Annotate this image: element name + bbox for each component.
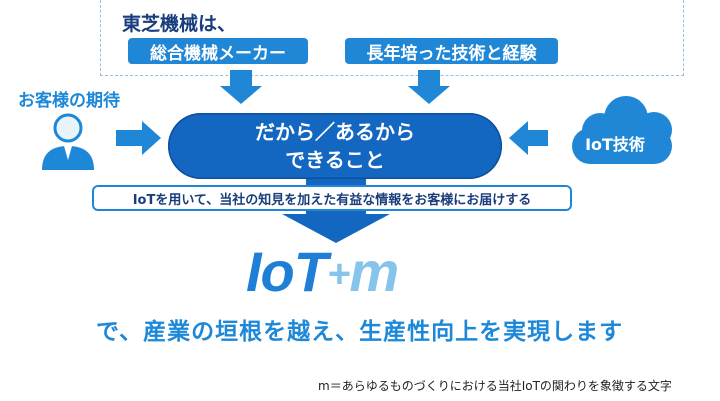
person-icon bbox=[42, 113, 94, 170]
company-title: 東芝機械は、 bbox=[122, 13, 237, 35]
arrow-left-from-iot bbox=[509, 121, 548, 155]
logo-plus: + bbox=[326, 252, 350, 296]
customer-expectation-label: お客様の期待 bbox=[18, 91, 120, 111]
arrow-down-right bbox=[408, 70, 450, 104]
capability-line-1: だから／あるから bbox=[255, 120, 415, 144]
logo-m: m bbox=[349, 240, 399, 303]
iot-plus-m-logo: IoT+m bbox=[246, 240, 399, 306]
cloud-icon bbox=[572, 96, 672, 164]
company-frame bbox=[100, 0, 684, 76]
footnote: m＝あらゆるものづくりにおける当社IoTの関わりを象徴する文字 bbox=[318, 379, 672, 393]
purpose-statement: IoTを用いて、当社の知見を加えた有益な情報をお客様にお届けする bbox=[92, 185, 572, 211]
slogan: で、産業の垣根を越え、生産性向上を実現します bbox=[96, 319, 624, 345]
capability-core: だから／あるから できること bbox=[168, 113, 502, 179]
capability-line-2: できること bbox=[285, 148, 385, 172]
arrow-down-left bbox=[220, 70, 262, 104]
strength-technology-experience: 長年培った技術と経験 bbox=[345, 38, 558, 64]
strength-general-machinery: 総合機械メーカー bbox=[128, 38, 308, 64]
arrow-right-from-customer bbox=[116, 121, 161, 155]
iot-technology-label: IoT技術 bbox=[585, 135, 645, 154]
logo-iot: IoT bbox=[246, 240, 328, 303]
